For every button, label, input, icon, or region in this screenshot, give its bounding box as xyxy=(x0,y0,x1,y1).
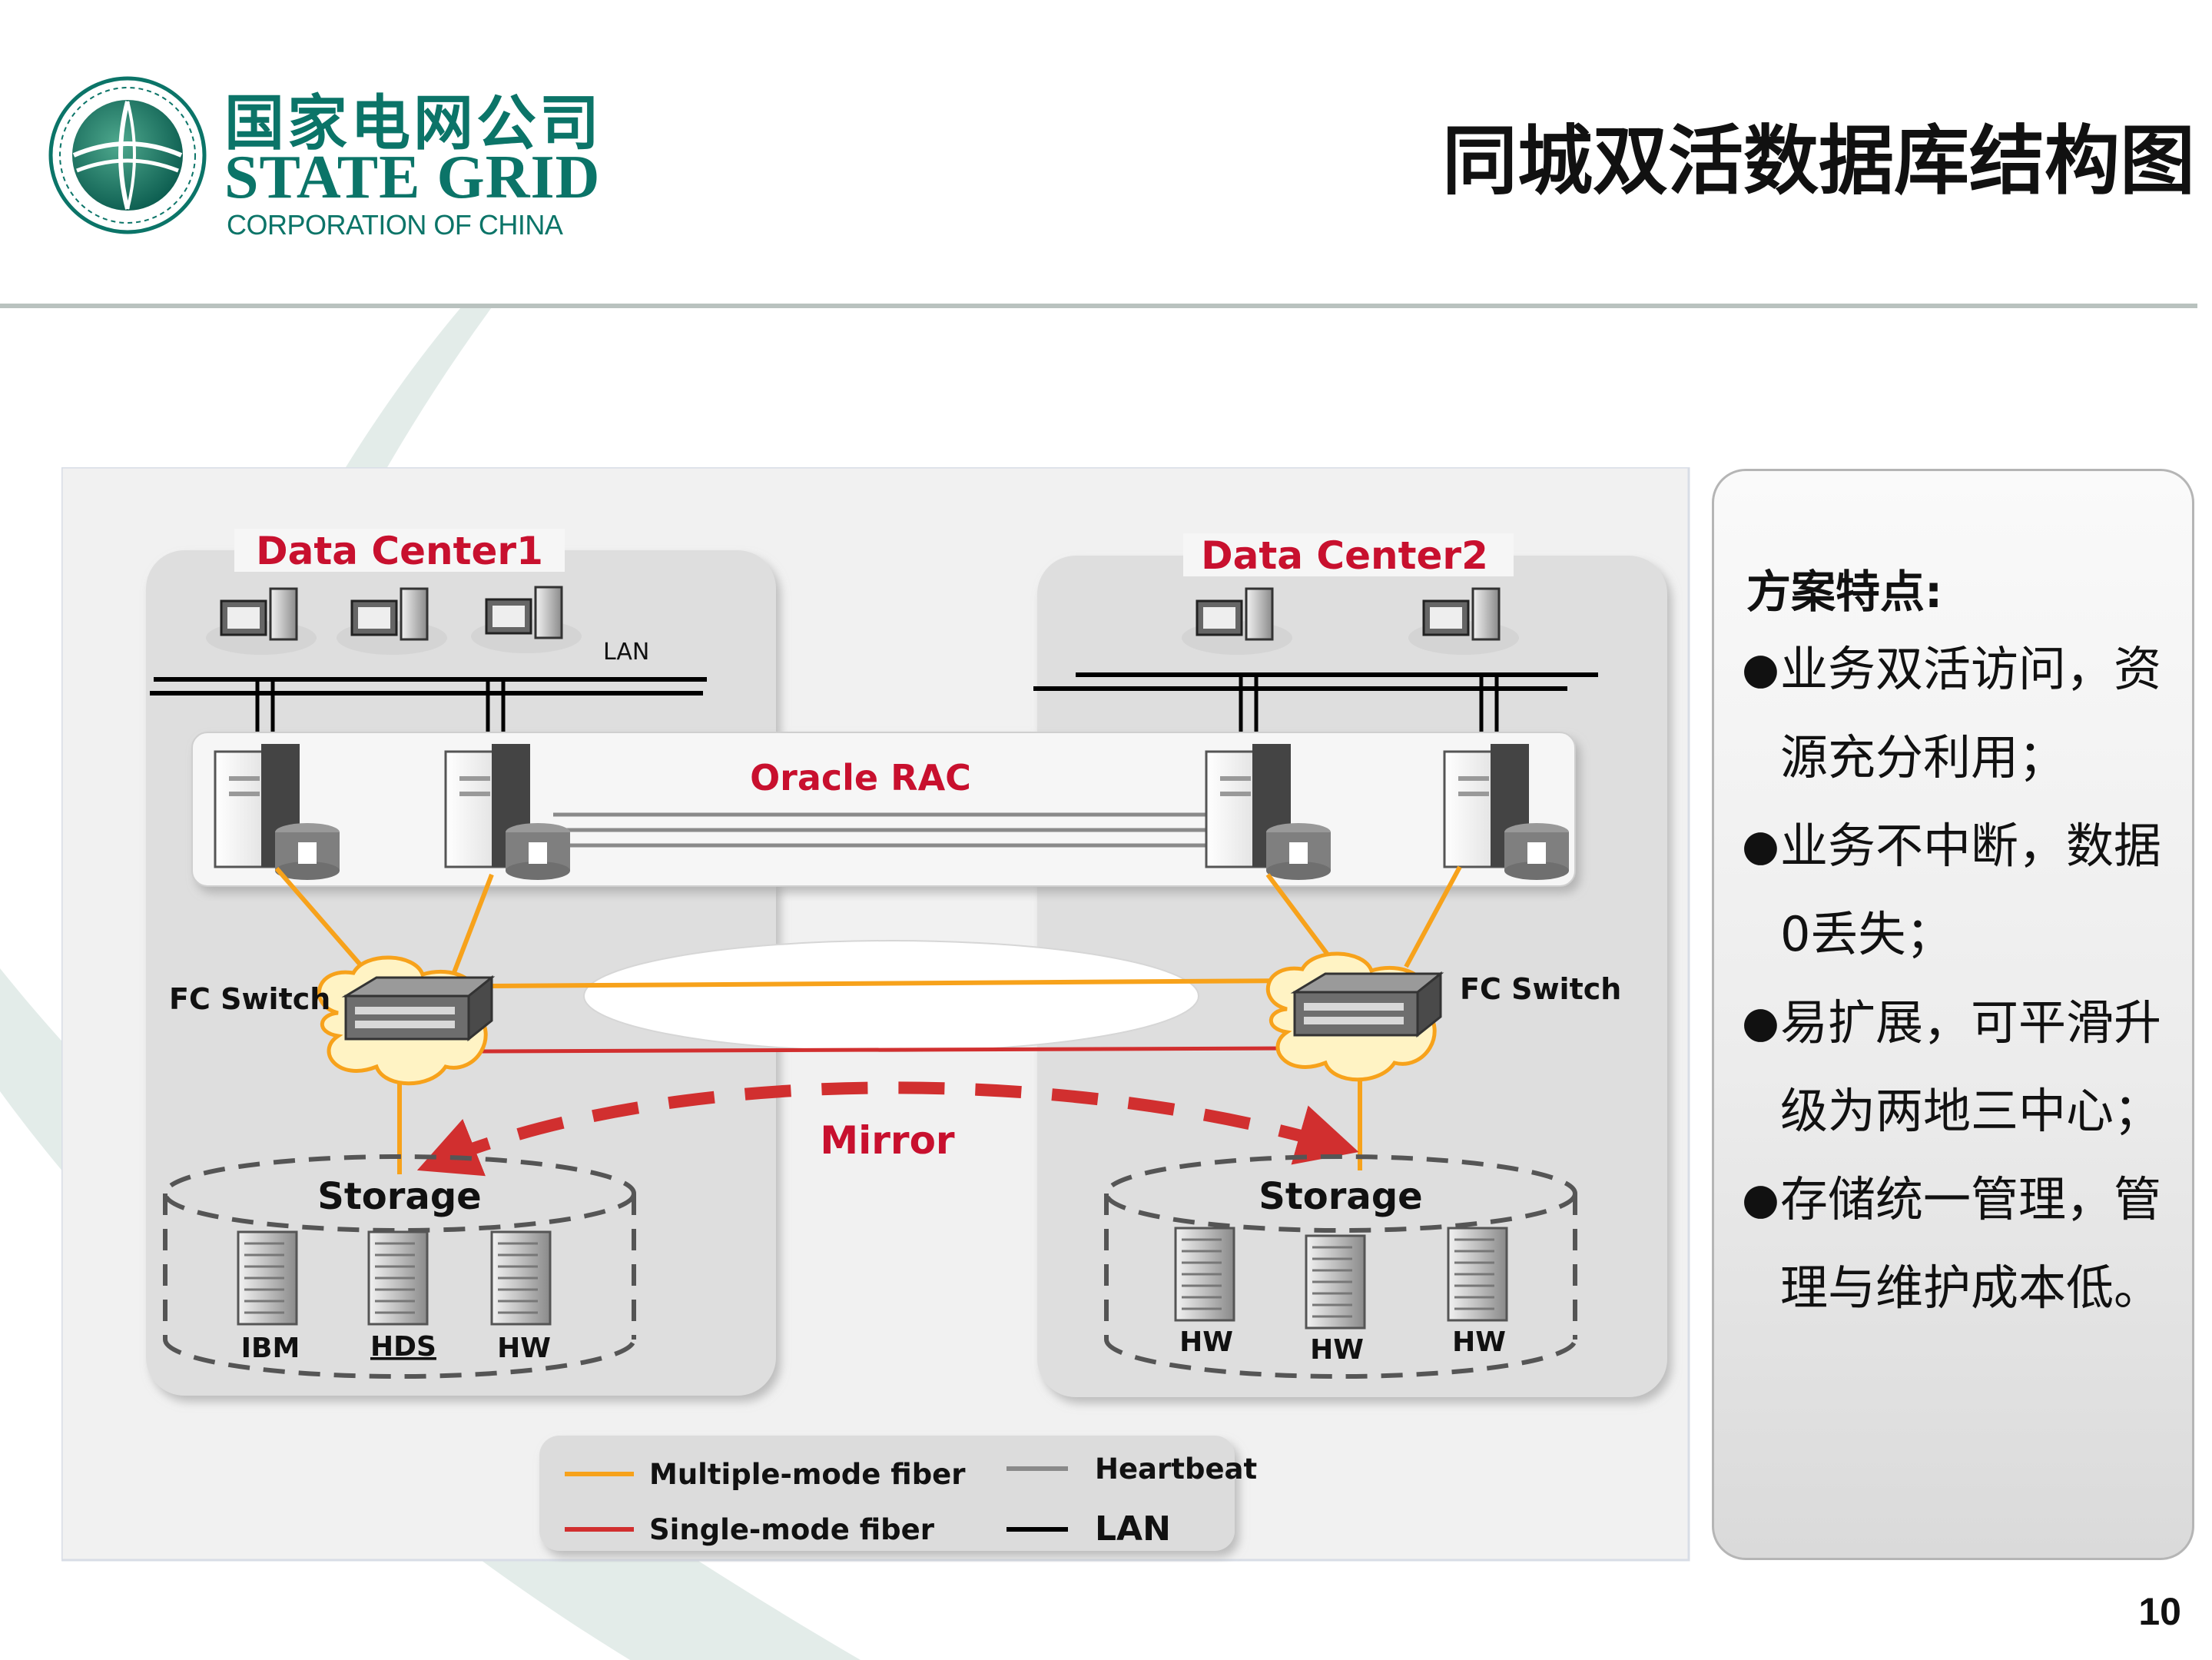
oracle-rac-label: Oracle RAC xyxy=(750,757,971,798)
storage-group-2 xyxy=(1104,1154,1577,1379)
storage-rack-icon xyxy=(1305,1234,1366,1330)
database-server-icon xyxy=(214,744,340,880)
fc-switch-icon xyxy=(1265,951,1444,1082)
storage-unit-label: HW xyxy=(1179,1326,1233,1358)
mirror-arrow xyxy=(416,1081,1359,1177)
logo-english-name: STATE GRID xyxy=(224,144,601,211)
legend-heartbeat-label: Heartbeat xyxy=(1095,1452,1257,1486)
header-divider xyxy=(0,304,2197,308)
database-server-icon xyxy=(444,744,570,880)
storage-2-label: Storage xyxy=(1259,1175,1422,1218)
feature-item: ●易扩展，可平滑升级为两地三中心； xyxy=(1742,994,2162,1139)
page-number: 10 xyxy=(2138,1590,2181,1633)
storage-1-label: Storage xyxy=(317,1175,481,1218)
client-pc-icon xyxy=(471,586,582,653)
feature-item: ●业务不中断，数据0丢失； xyxy=(1742,818,2162,962)
storage-unit-label: IBM xyxy=(241,1333,300,1364)
database-server-icon xyxy=(1205,744,1331,880)
client-pc-icon xyxy=(206,587,317,655)
data-center-1-label: Data Center1 xyxy=(256,529,543,573)
feature-text: 存储统一管理，管理与维护成本低。 xyxy=(1780,1171,2162,1316)
storage-unit-label: HW xyxy=(1310,1334,1364,1366)
legend: Multiple-mode fiber Single-mode fiber He… xyxy=(539,1436,1257,1551)
lan-bus xyxy=(150,672,1598,696)
storage-rack-icon xyxy=(1174,1227,1235,1322)
fc-switch-2-label: FC Switch xyxy=(1460,972,1621,1006)
legend-multi-mode-label: Multiple-mode fiber xyxy=(649,1458,966,1491)
multi-mode-fiber-links xyxy=(274,865,1462,1174)
oracle-rac-band xyxy=(191,732,1576,887)
slide-title: 同城双活数据库结构图 xyxy=(1441,118,2195,205)
feature-text: 易扩展，可平滑升级为两地三中心； xyxy=(1780,994,2162,1139)
feature-item: ●存储统一管理，管理与维护成本低。 xyxy=(1742,1171,2162,1316)
single-mode-fiber-link xyxy=(476,1046,1307,1054)
storage-rack-icon xyxy=(237,1230,298,1326)
feature-text: 业务双活访问，资源充分利用； xyxy=(1780,641,2162,785)
state-grid-emblem xyxy=(48,76,207,234)
storage-rack-icon xyxy=(490,1230,552,1326)
storage-rack-icon xyxy=(1447,1227,1508,1322)
mirror-label: Mirror xyxy=(820,1118,955,1163)
lan-label: LAN xyxy=(603,639,649,666)
client-pc-icon xyxy=(337,587,447,655)
architecture-diagram: Data Center1 Data Center2 xyxy=(61,467,1690,1562)
fc-switch-icon xyxy=(317,955,496,1086)
feature-item: ●业务双活访问，资源充分利用； xyxy=(1742,641,2162,785)
heartbeat-lines xyxy=(553,812,1214,848)
data-center-2-label: Data Center2 xyxy=(1201,533,1488,578)
feature-text: 业务不中断，数据0丢失； xyxy=(1780,818,2162,962)
legend-lan-label: LAN xyxy=(1095,1509,1171,1549)
logo-chinese-name: 国家电网公司 xyxy=(224,89,603,158)
san-link-oval xyxy=(583,940,1199,1052)
features-panel: 方案特点: ●业务双活访问，资源充分利用； ●业务不中断，数据0丢失； ●易扩展… xyxy=(1712,469,2194,1560)
storage-group-1 xyxy=(163,1154,636,1379)
database-server-icon xyxy=(1443,744,1569,880)
storage-unit-label: HW xyxy=(1452,1326,1506,1358)
client-pc-icon xyxy=(1182,587,1292,655)
legend-single-mode-label: Single-mode fiber xyxy=(649,1513,935,1546)
client-pc-icon xyxy=(1408,587,1519,655)
storage-rack-icon xyxy=(367,1230,429,1326)
storage-unit-label: HW xyxy=(497,1333,551,1364)
logo-english-subtitle: CORPORATION OF CHINA xyxy=(227,209,563,241)
storage-unit-label: HDS xyxy=(370,1331,436,1363)
features-heading: 方案特点: xyxy=(1746,566,1943,618)
features-list: ●业务双活访问，资源充分利用； ●业务不中断，数据0丢失； ●易扩展，可平滑升级… xyxy=(1742,625,2187,1332)
fc-switch-1-label: FC Switch xyxy=(169,982,330,1016)
